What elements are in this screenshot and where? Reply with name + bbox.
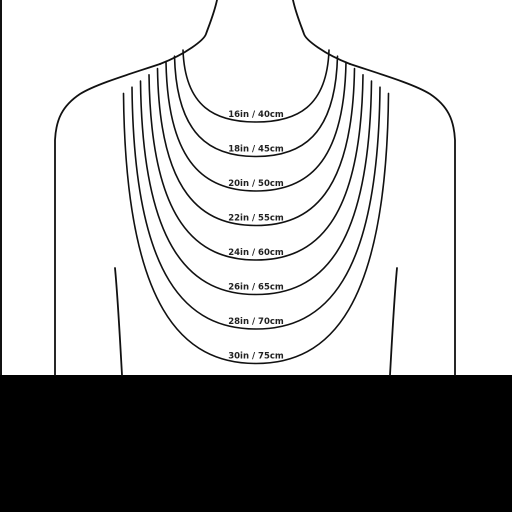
chain-label-26in: 26in / 65cm xyxy=(228,283,284,293)
right-arm-inner-line xyxy=(389,267,398,376)
chain-label-24in: 24in / 60cm xyxy=(228,248,284,258)
right-shoulder-outline xyxy=(349,63,456,376)
chain-label-20in: 20in / 50cm xyxy=(228,179,284,189)
chain-16in xyxy=(182,49,330,123)
left-shoulder-outline xyxy=(54,63,161,376)
chain-24in xyxy=(148,74,364,261)
chain-20in xyxy=(165,61,347,192)
bottom-band xyxy=(0,375,512,512)
chain-label-18in: 18in / 45cm xyxy=(228,145,284,155)
chain-18in xyxy=(173,55,339,158)
chain-26in xyxy=(139,80,373,296)
necklace-chains: 16in / 40cm 18in / 45cm 20in / 50cm 22in / … xyxy=(122,49,390,365)
chain-label-30in: 30in / 75cm xyxy=(228,352,284,362)
neck-right-outline xyxy=(292,0,351,65)
chain-22in xyxy=(156,67,356,227)
chain-label-28in: 28in / 70cm xyxy=(228,317,284,327)
neck-left-outline xyxy=(159,0,218,65)
chain-28in xyxy=(131,86,381,330)
chain-label-22in: 22in / 55cm xyxy=(228,214,284,224)
figure-panel xyxy=(0,0,512,375)
left-arm-inner-line xyxy=(114,267,123,376)
chain-30in xyxy=(122,92,390,365)
chain-label-16in: 16in / 40cm xyxy=(228,110,284,120)
torso-silhouette xyxy=(54,0,456,376)
